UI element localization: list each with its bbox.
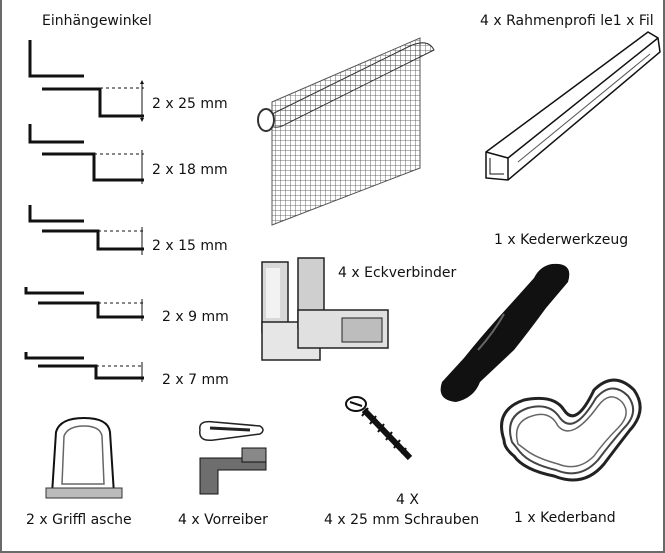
screw-quantity-label: 4 X: [396, 492, 419, 508]
spline-cord-label: 1 x Kederband: [514, 510, 616, 526]
section-title-einhaengewinkel: Einhängewinkel: [42, 13, 152, 29]
hanging-angle-15mm: [22, 205, 152, 260]
profile-label: 4 x Rahmenprofi le1 x Fil: [480, 13, 654, 29]
angle-size-label-25mm: 2 x 25 mm: [152, 96, 228, 112]
hanging-angle-9mm: [22, 287, 152, 327]
screw-label: 4 x 25 mm Schrauben: [324, 512, 480, 528]
spline-roller-tool: [434, 258, 584, 408]
angle-size-label-18mm: 2 x 18 mm: [152, 162, 228, 178]
insect-mesh-roll: [250, 20, 450, 230]
screw: [342, 392, 422, 472]
pull-handle: [40, 416, 130, 502]
hanging-angle-7mm: [22, 352, 152, 388]
spline-cord-coil: [484, 370, 654, 490]
corner-connector: [254, 254, 404, 374]
turn-button-label: 4 x Vorreiber: [178, 512, 268, 528]
hanging-angle-18mm: [22, 124, 152, 184]
hanging-angle-25mm: [22, 40, 152, 122]
angle-size-label-7mm: 2 x 7 mm: [162, 372, 229, 388]
corner-connector-label: 4 x Eckverbinder: [338, 265, 457, 281]
angle-size-label-9mm: 2 x 9 mm: [162, 309, 229, 325]
angle-size-label-15mm: 2 x 15 mm: [152, 238, 228, 254]
handle-label: 2 x Griffl asche: [26, 512, 132, 528]
turn-button: [196, 418, 276, 500]
frame-profile: [478, 28, 665, 188]
spline-tool-label: 1 x Kederwerkzeug: [494, 232, 629, 248]
